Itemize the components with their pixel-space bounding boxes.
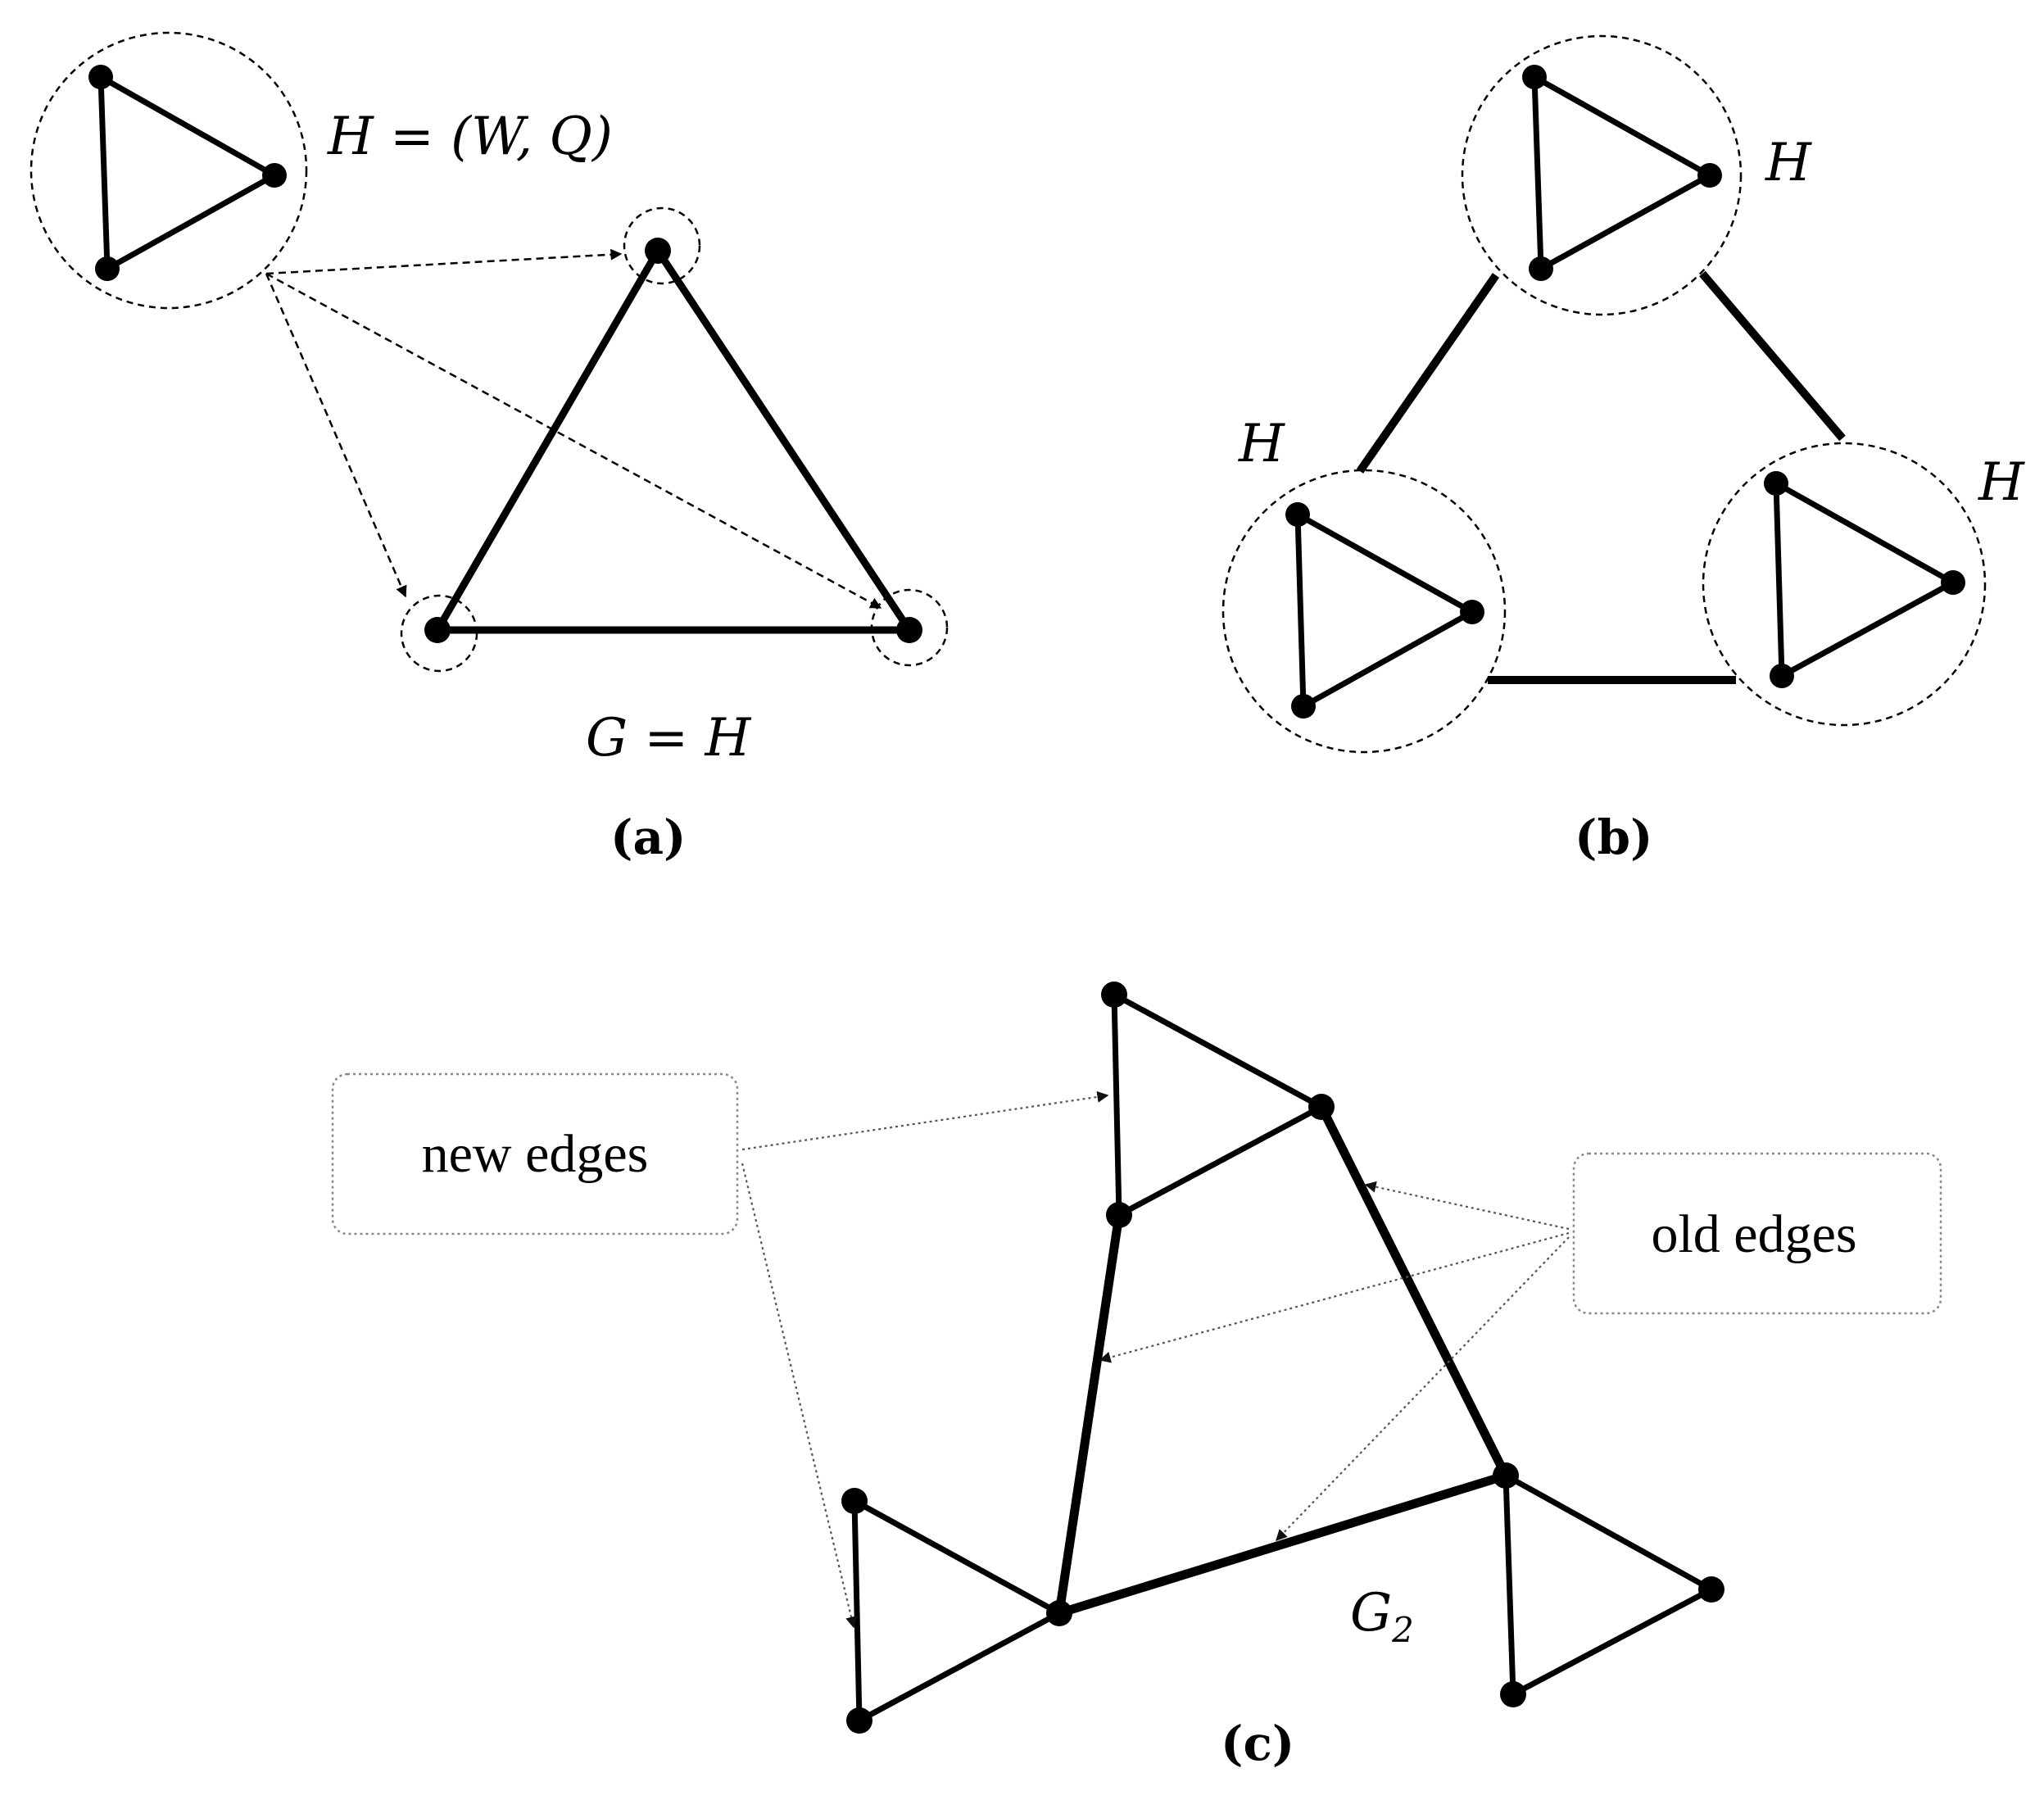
g-triangle (434, 248, 913, 634)
h-node (262, 163, 287, 188)
old-edges-box (1572, 1152, 1942, 1315)
label-g-equals-h: G = H (586, 708, 751, 769)
label-g2: G2 (1350, 1583, 1414, 1650)
inter-edges (1356, 270, 1846, 684)
g-node-circle (870, 588, 949, 667)
h-node (88, 65, 113, 89)
caption-c: (c) (1221, 1716, 1294, 1771)
h-circle (29, 31, 308, 310)
node (1308, 1094, 1335, 1120)
g-node-circle (400, 594, 478, 673)
new-edges (851, 991, 1713, 1724)
h-node (95, 256, 120, 281)
h-node (1285, 502, 1310, 527)
h-node (1764, 471, 1788, 496)
new-edges-box (331, 1072, 739, 1236)
mapping-arrows (265, 248, 882, 610)
label-h-wq: H = (W, Q) (327, 107, 613, 167)
caption-b: (b) (1575, 809, 1652, 865)
h-circle-right (1702, 442, 1987, 727)
h-node (1460, 600, 1484, 624)
g-node (645, 238, 671, 264)
panel-c: new edges old edges G2 (c) (331, 982, 1942, 1771)
label-h-left: H (1238, 414, 1285, 474)
node (841, 1488, 868, 1514)
node (1493, 1462, 1519, 1489)
g-node (424, 617, 451, 643)
old-edges (1054, 1104, 1510, 1618)
old-edges-label: old edges (1651, 1204, 1856, 1264)
h-triangle (97, 74, 276, 272)
label-h-top: H (1765, 133, 1812, 193)
node (1046, 1600, 1072, 1626)
pointer-arrows (741, 1090, 1570, 1629)
h-circle-top (1461, 34, 1743, 316)
h-node (1941, 570, 1965, 595)
new-edges-label: new edges (422, 1124, 649, 1184)
node (1698, 1576, 1724, 1603)
h-node (1697, 163, 1722, 188)
panel-b: H H H (b) (1221, 34, 2025, 865)
h-circle-left (1221, 469, 1507, 754)
node (1106, 1202, 1132, 1228)
label-h-right: H (1978, 452, 2025, 513)
g-node-circle (623, 206, 701, 285)
h-node (1291, 694, 1316, 719)
h-node (1770, 664, 1794, 688)
g-node (896, 617, 922, 643)
node (846, 1707, 872, 1734)
h-node (1529, 256, 1553, 281)
h-node (1522, 65, 1547, 89)
caption-a: (a) (610, 809, 686, 865)
node (1500, 1681, 1526, 1707)
g2-nodes (841, 982, 1724, 1734)
node (1101, 982, 1127, 1008)
panel-a: H = (W, Q) G = H (a) (29, 31, 949, 865)
